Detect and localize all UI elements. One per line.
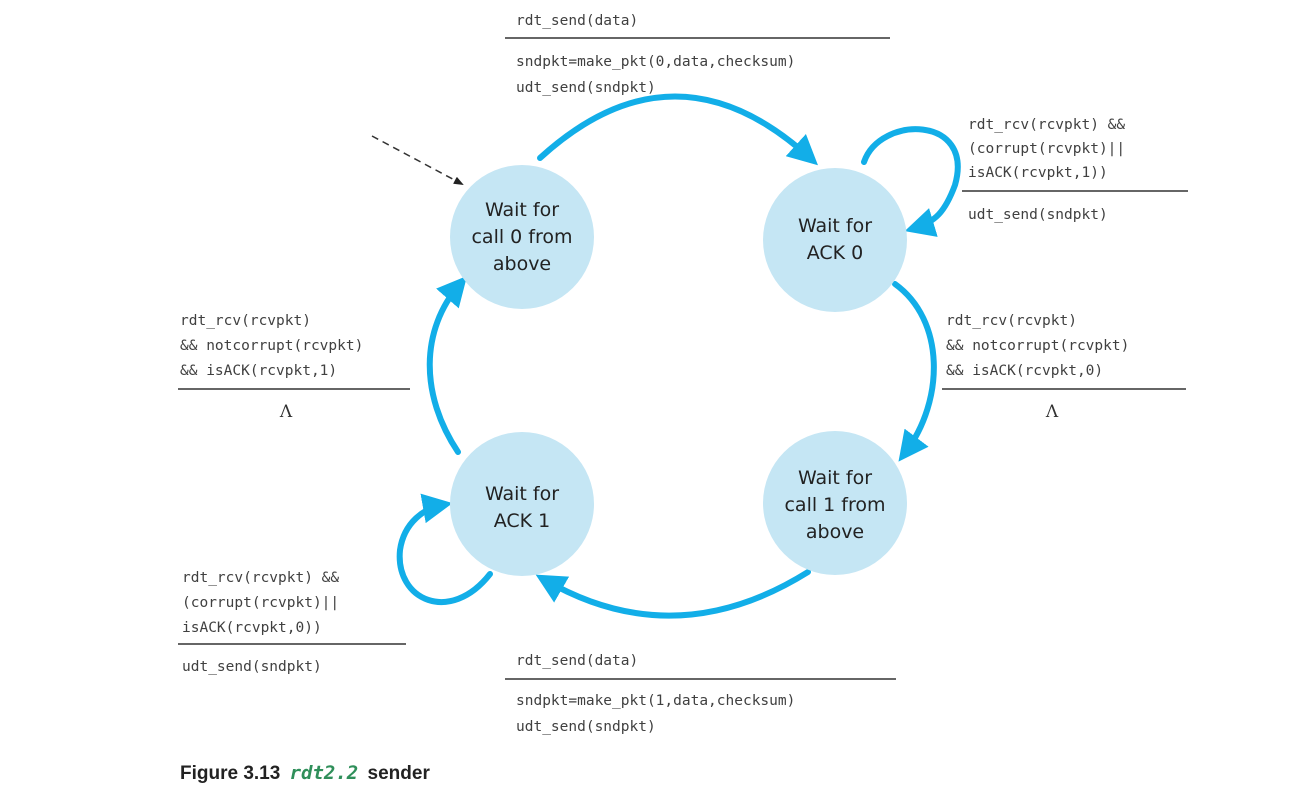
transition-action: sndpkt=make_pkt(1,data,checksum) (516, 693, 795, 709)
state-label-line: Wait for (485, 199, 559, 221)
transition-action: udt_send(sndpkt) (968, 207, 1108, 223)
transition-action: udt_send(sndpkt) (182, 659, 322, 675)
edge-ack1-self-loop (396, 493, 493, 605)
state-wait-ack-1: Wait for ACK 1 (450, 432, 594, 576)
transition-event: isACK(rcvpkt,0)) (182, 620, 322, 636)
transition-event: && isACK(rcvpkt,0) (946, 363, 1103, 379)
transition-event: rdt_send(data) (516, 653, 638, 669)
transition-label-right: rdt_rcv(rcvpkt) && notcorrupt(rcvpkt) &&… (942, 313, 1186, 422)
transition-event: (corrupt(rcvpkt)|| (968, 141, 1125, 157)
figure-caption-text: sender (367, 763, 430, 784)
transition-action-lambda: Λ (279, 402, 293, 422)
transition-event: && isACK(rcvpkt,1) (180, 363, 337, 379)
transition-label-left: rdt_rcv(rcvpkt) && notcorrupt(rcvpkt) &&… (178, 313, 410, 422)
transition-label-bottom: rdt_send(data) sndpkt=make_pkt(1,data,ch… (505, 653, 896, 735)
state-label-line: call 1 from (784, 494, 885, 516)
transition-action-lambda: Λ (1045, 402, 1059, 422)
state-label-line: ACK 0 (807, 242, 864, 264)
transition-event: rdt_rcv(rcvpkt) && (182, 570, 339, 586)
transition-event: && notcorrupt(rcvpkt) (946, 338, 1129, 354)
transition-event: rdt_rcv(rcvpkt) (180, 313, 311, 329)
figure-number: Figure 3.13 (180, 763, 281, 784)
state-wait-call-0: Wait for call 0 from above (450, 165, 594, 309)
state-label-line: Wait for (798, 215, 872, 237)
transition-event: && notcorrupt(rcvpkt) (180, 338, 363, 354)
state-label-line: Wait for (798, 467, 872, 489)
transition-event: isACK(rcvpkt,1)) (968, 165, 1108, 181)
edge-top (537, 93, 818, 166)
edge-bottom (535, 569, 811, 619)
transition-label-top: rdt_send(data) sndpkt=make_pkt(0,data,ch… (505, 13, 890, 96)
figure-code-name: rdt2.2 (289, 762, 359, 784)
edge-left (426, 275, 468, 455)
transition-action: sndpkt=make_pkt(0,data,checksum) (516, 54, 795, 70)
state-label-line: ACK 1 (494, 510, 551, 532)
transition-event: (corrupt(rcvpkt)|| (182, 595, 339, 611)
transition-event: rdt_rcv(rcvpkt) && (968, 117, 1125, 133)
edge-ack0-self-loop (861, 126, 961, 237)
state-wait-ack-0: Wait for ACK 0 (763, 168, 907, 312)
transition-action: udt_send(sndpkt) (516, 80, 656, 96)
state-wait-call-1: Wait for call 1 from above (763, 431, 907, 575)
transition-action: udt_send(sndpkt) (516, 719, 656, 735)
state-label-line: above (493, 253, 551, 275)
initial-state-arrow (371, 135, 464, 185)
state-label-line: Wait for (485, 483, 559, 505)
state-label-line: above (806, 521, 864, 543)
figure-caption: Figure 3.13 rdt2.2 sender (180, 762, 430, 785)
state-label-line: call 0 from (471, 226, 572, 248)
transition-label-ack0-self-loop: rdt_rcv(rcvpkt) && (corrupt(rcvpkt)|| is… (962, 117, 1188, 223)
transition-event: rdt_rcv(rcvpkt) (946, 313, 1077, 329)
edge-right (892, 281, 937, 462)
transition-event: rdt_send(data) (516, 13, 638, 29)
transition-label-ack1-self-loop: rdt_rcv(rcvpkt) && (corrupt(rcvpkt)|| is… (178, 570, 406, 675)
